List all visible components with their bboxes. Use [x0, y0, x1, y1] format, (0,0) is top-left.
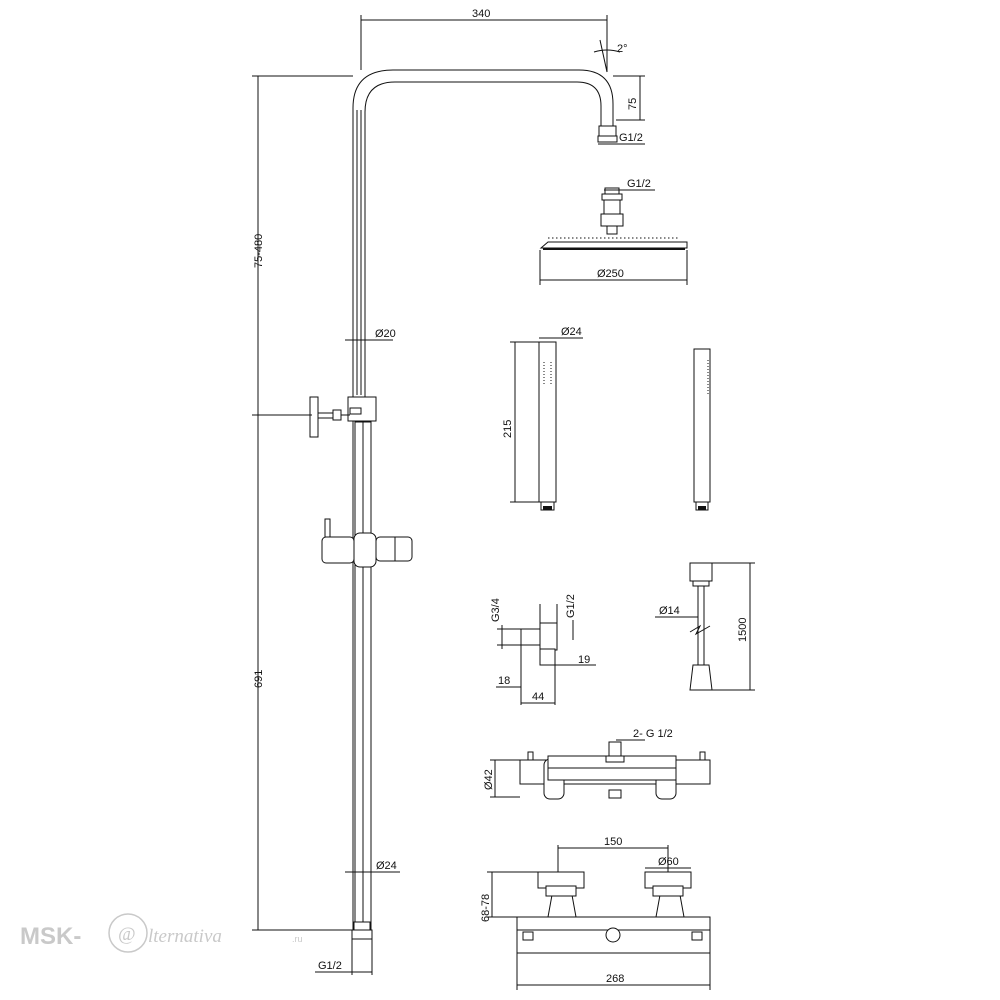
mixer-top: 2- G 1/2 Ø42: [483, 728, 711, 800]
dim-mixer-center-distance: 150: [604, 836, 622, 848]
watermark-at: @: [118, 924, 135, 945]
dim-column-inlet-thread: G1/2: [318, 960, 342, 972]
dim-hand-shower-length: 215: [502, 420, 514, 438]
dim-connector-length: 44: [532, 691, 544, 703]
dim-hand-shower-diameter: Ø24: [561, 326, 582, 338]
dim-arm-width: 340: [472, 8, 490, 20]
hand-shower-front: 215 Ø24: [502, 326, 583, 511]
dim-arm-drop: 75: [627, 98, 639, 110]
hand-shower-side: [693, 348, 711, 511]
dim-column-diameter-upper: Ø20: [375, 328, 396, 340]
dim-mixer-body-diameter: Ø42: [483, 769, 495, 790]
dim-mixer-knob-diameter: Ø60: [658, 856, 679, 868]
dim-connector-thread-small: G1/2: [565, 594, 577, 618]
dim-column-diameter-lower: Ø24: [376, 860, 397, 872]
dim-arm-outlet-thread: G1/2: [619, 132, 643, 144]
dim-mixer-outlets: 2- G 1/2: [633, 728, 673, 740]
dim-column-adjust: 75-480: [253, 234, 265, 268]
watermark-script: lternativa: [148, 926, 222, 947]
dim-head-diameter: Ø250: [597, 268, 624, 280]
dim-connector-depth: 19: [578, 654, 590, 666]
wall-connector: G3/4 G1/2 19 18 44: [490, 594, 596, 705]
dim-hose-length: 1500: [737, 618, 749, 642]
watermark-brand: MSK-: [20, 923, 81, 950]
dim-arm-angle: 2°: [617, 43, 628, 55]
dim-connector-offset: 18: [498, 675, 510, 687]
watermark-suffix: .ru: [292, 934, 303, 944]
column-dimensions: 340 2° 75 G1/2 75-480 691 Ø20 Ø24 G1/2: [252, 8, 645, 975]
watermark-logo: MSK- @ lternativa .ru: [20, 913, 303, 953]
dim-mixer-height-range: 68-78: [480, 894, 492, 922]
shower-head: Ø250 G1/2: [539, 178, 688, 285]
dim-mixer-width: 268: [606, 973, 624, 985]
hand-shower-front-nozzles: [543, 362, 552, 386]
dim-connector-thread-large: G3/4: [490, 598, 502, 622]
dim-head-thread: G1/2: [627, 178, 651, 190]
dim-column-height: 691: [253, 670, 265, 688]
mixer-front: 150 Ø60 68-78 268: [480, 836, 711, 990]
shower-column: [309, 69, 618, 940]
shower-hose: Ø14 1500: [655, 562, 755, 691]
dim-hose-diameter: Ø14: [659, 605, 680, 617]
